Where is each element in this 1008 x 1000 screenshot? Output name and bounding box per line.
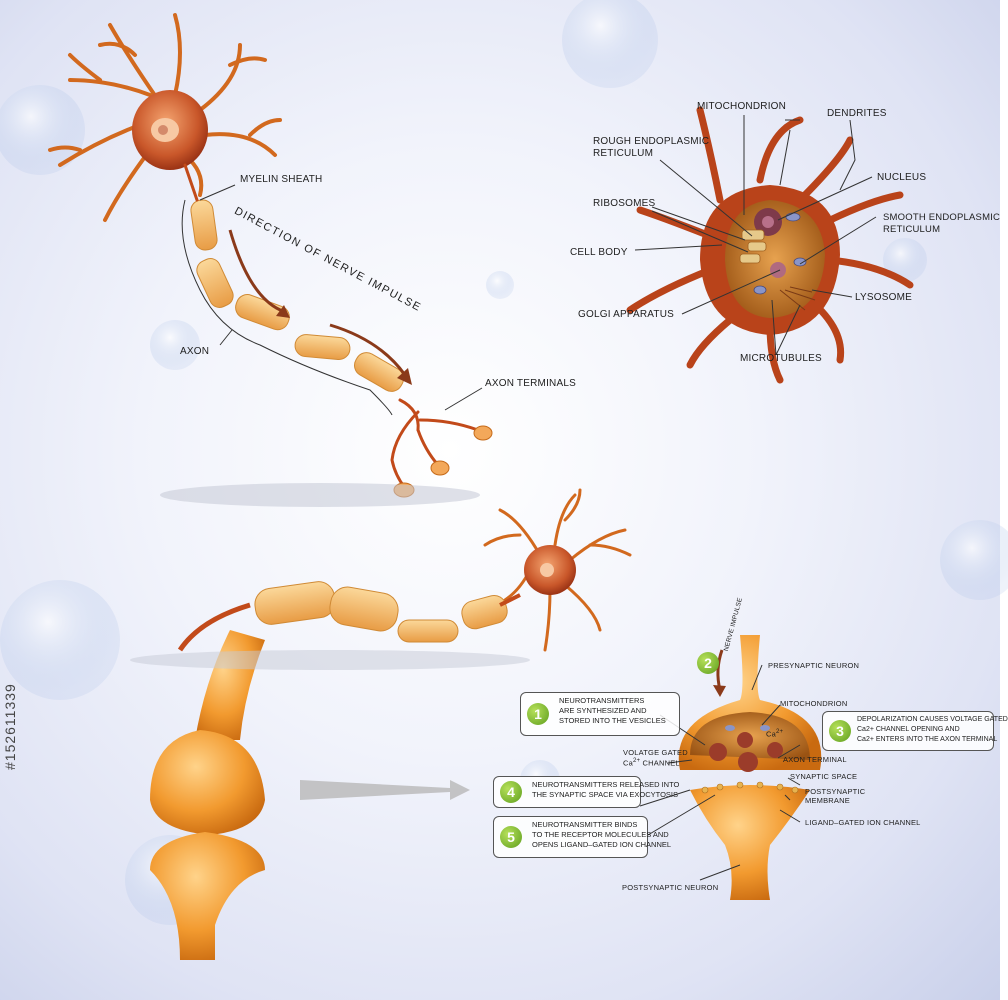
neuron-top [48,13,493,507]
label-postsynaptic: POSTSYNAPTIC NEURON [622,883,719,892]
label-presynaptic: PRESYNAPTIC NEURON [768,661,860,670]
label-lysosome: LYSOSOME [855,292,912,303]
label-ligand-channel: LIGAND–GATED ION CHANNEL [805,818,921,827]
step-2-badge: 2 [697,652,719,674]
step-5-text: NEUROTRANSMITTER BINDS TO THE RECEPTOR M… [532,820,671,849]
label-rough-er: ROUGH ENDOPLASMIC RETICULUM [593,136,710,159]
step-3-badge: 3 [829,720,851,742]
label-postsynaptic-membrane: POSTSYNAPTIC MEMBRANE [805,787,866,805]
label-smooth-er: SMOOTH ENDOPLASMIC RETICULUM [883,212,1001,235]
step-5-badge: 5 [500,826,522,848]
neuron-bottom [130,488,632,960]
label-axon-terminal: AXON TERMINAL [783,755,847,764]
label-cell-body: CELL BODY [570,247,628,258]
watermark-id: #152611339 [2,683,18,770]
label-syn-mitochondrion: MITOCHONDRION [780,699,848,708]
label-microtubules: MICROTUBULES [740,353,822,364]
label-ribosomes: RIBOSOMES [593,198,656,209]
step-3-text: DEPOLARIZATION CAUSES VOLTAGE GATED Ca2+… [857,716,1008,743]
synapse-detail [639,635,822,900]
label-mitochondrion: MITOCHONDRION [697,101,787,112]
label-axon: AXON [180,346,210,357]
step-1-text: NEUROTRANSMITTERS ARE SYNTHESIZED AND ST… [559,696,666,725]
label-golgi: GOLGI APPARATUS [578,309,674,320]
label-ca-ion: Ca2+ [766,729,784,739]
step-5-box: 5 NEUROTRANSMITTER BINDS TO THE RECEPTOR… [493,816,671,858]
step-4-badge: 4 [500,781,522,803]
step-4-box: 4 NEUROTRANSMITTERS RELEASED INTO THE SY… [493,776,679,808]
step-1-box: 1 NEUROTRANSMITTERS ARE SYNTHESIZED AND … [520,692,680,736]
label-dendrites: DENDRITES [827,108,887,119]
label-myelin-sheath: MYELIN SHEATH [240,174,323,185]
label-axon-terminals: AXON TERMINALS [485,378,576,389]
step-1-badge: 1 [527,703,549,725]
label-synaptic-space: SYNAPTIC SPACE [790,772,858,781]
step-4-text: NEUROTRANSMITTERS RELEASED INTO THE SYNA… [532,780,679,799]
cell-body-section [626,106,914,384]
label-nucleus: NUCLEUS [877,172,927,183]
step-3-box: 3 DEPOLARIZATION CAUSES VOLTAGE GATED Ca… [822,711,1008,751]
